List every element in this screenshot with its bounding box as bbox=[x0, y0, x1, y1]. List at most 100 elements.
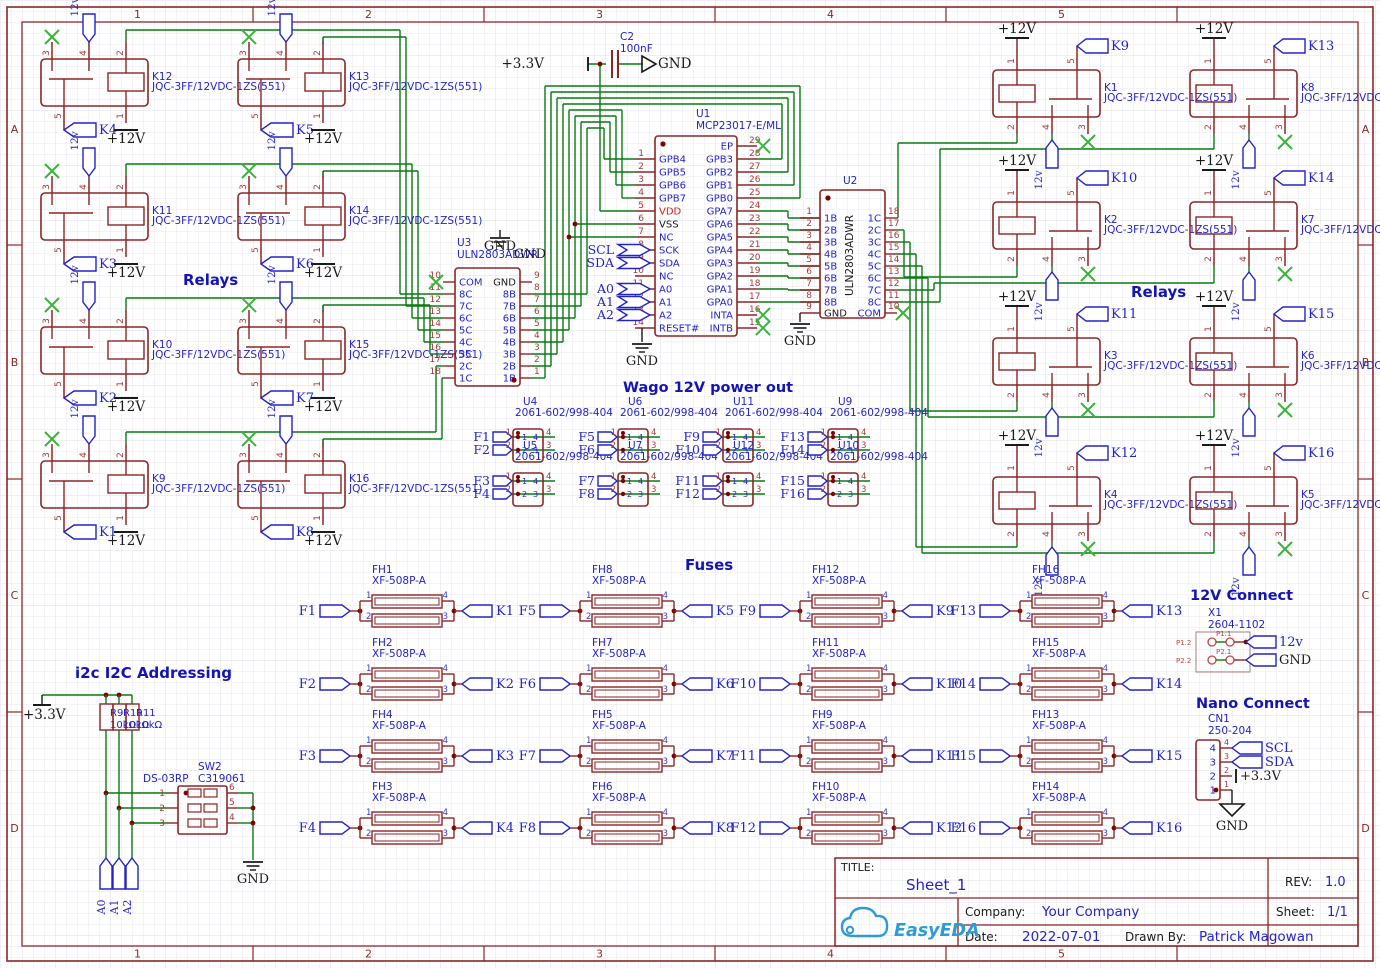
svg-text:3: 3 bbox=[861, 441, 866, 451]
svg-text:3: 3 bbox=[443, 612, 448, 622]
svg-text:12v: 12v bbox=[1033, 170, 1045, 189]
svg-text:2: 2 bbox=[1026, 685, 1031, 695]
svg-text:F4: F4 bbox=[299, 821, 316, 836]
svg-text:1C: 1C bbox=[459, 374, 472, 385]
easyeda-logo-icon bbox=[840, 906, 889, 938]
svg-text:7: 7 bbox=[534, 295, 540, 305]
svg-text:11: 11 bbox=[430, 283, 441, 293]
ic-U3[interactable]: 10COM118C127C136C145C154C163C172C181C9GN… bbox=[428, 230, 546, 387]
svg-text:INTB: INTB bbox=[710, 324, 734, 335]
svg-text:2B: 2B bbox=[503, 362, 516, 373]
svg-text:2: 2 bbox=[116, 50, 126, 56]
svg-text:1: 1 bbox=[716, 428, 721, 438]
svg-text:2: 2 bbox=[732, 490, 737, 499]
svg-text:1: 1 bbox=[837, 433, 842, 442]
svg-text:P1.1: P1.1 bbox=[1216, 630, 1231, 638]
svg-text:2: 2 bbox=[806, 685, 811, 695]
svg-text:FH8: FH8 bbox=[592, 564, 613, 576]
svg-text:K16: K16 bbox=[1308, 446, 1334, 461]
svg-text:JQC-3FF/12VDC-1ZS(551): JQC-3FF/12VDC-1ZS(551) bbox=[348, 81, 482, 93]
svg-text:3: 3 bbox=[1078, 531, 1088, 537]
svg-text:8B: 8B bbox=[503, 290, 516, 301]
svg-text:+12V: +12V bbox=[998, 428, 1036, 444]
svg-text:12v: 12v bbox=[266, 265, 278, 284]
svg-text:2: 2 bbox=[837, 490, 842, 499]
svg-text:F13: F13 bbox=[950, 604, 976, 619]
svg-text:4: 4 bbox=[663, 808, 668, 818]
svg-text:1: 1 bbox=[1026, 736, 1031, 746]
svg-text:JQC-3FF/12VDC-1ZS(551): JQC-3FF/12VDC-1ZS(551) bbox=[1103, 360, 1237, 372]
svg-text:XF-508P-A: XF-508P-A bbox=[592, 792, 647, 804]
svg-text:F3: F3 bbox=[299, 749, 316, 764]
svg-text:K1: K1 bbox=[99, 525, 117, 540]
svg-text:1: 1 bbox=[366, 591, 371, 601]
svg-text:1: 1 bbox=[366, 808, 371, 818]
ic-U1[interactable]: 1GPB42GPB53GPB64GPB75VDD6VSS7NC8SCK9SDA1… bbox=[586, 108, 781, 369]
svg-text:1.0: 1.0 bbox=[1325, 875, 1346, 890]
svg-text:4: 4 bbox=[861, 428, 866, 438]
svg-text:3: 3 bbox=[1103, 612, 1108, 622]
svg-text:GPA5: GPA5 bbox=[707, 233, 733, 244]
svg-text:3: 3 bbox=[883, 829, 888, 839]
svg-text:2: 2 bbox=[806, 612, 811, 622]
svg-text:6: 6 bbox=[638, 214, 644, 224]
svg-text:FH10: FH10 bbox=[812, 781, 839, 793]
svg-text:2: 2 bbox=[506, 485, 511, 495]
svg-text:INTA: INTA bbox=[710, 311, 733, 322]
svg-text:5: 5 bbox=[54, 113, 64, 119]
svg-text:2061-602/998-404: 2061-602/998-404 bbox=[620, 451, 718, 463]
svg-text:4: 4 bbox=[1239, 124, 1249, 130]
svg-text:2: 2 bbox=[806, 829, 811, 839]
svg-text:Patrick Magowan: Patrick Magowan bbox=[1199, 929, 1314, 945]
svg-text:+12V: +12V bbox=[304, 265, 342, 281]
svg-text:K15: K15 bbox=[349, 339, 369, 351]
